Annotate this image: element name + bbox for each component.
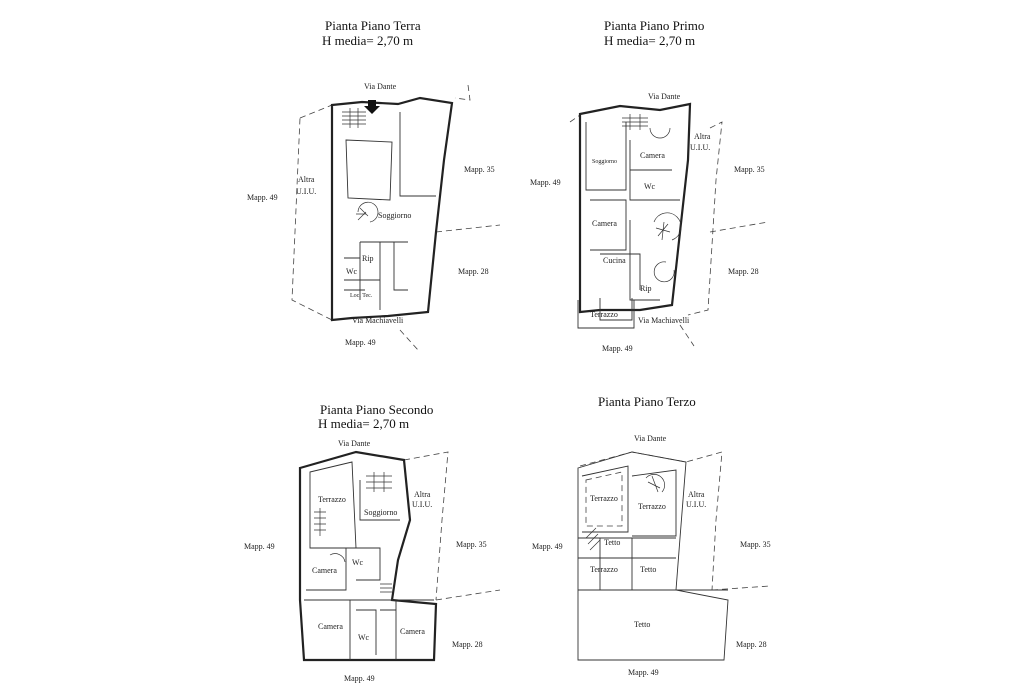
room-label: Soggiorno xyxy=(378,211,411,220)
room-label: Camera xyxy=(592,219,617,228)
plan-third-floor: Pianta Piano Terzo Via Dante Altra U.I.U… xyxy=(532,394,771,677)
room-label: Terrazzo xyxy=(318,495,346,504)
lot-boundary xyxy=(709,221,769,233)
neighbor-label: Mapp. 35 xyxy=(734,165,765,174)
neighbor-label: Mapp. 35 xyxy=(740,540,771,549)
neighbor-label: Mapp. 49 xyxy=(344,674,375,683)
room-label: Wc xyxy=(346,267,358,276)
room-label: Soggiorno xyxy=(592,159,617,165)
neighbor-unit-label: U.I.U. xyxy=(686,500,706,509)
plan-height: H media= 2,70 m xyxy=(604,33,695,48)
street-label: Via Dante xyxy=(634,434,667,443)
room-label: Rip xyxy=(362,254,374,263)
street-label: Via Machiavelli xyxy=(638,316,690,325)
neighbor-unit-label: Altra xyxy=(694,132,711,141)
interior-walls xyxy=(344,112,436,310)
interior-walls xyxy=(304,461,434,660)
neighbor-label: Mapp. 49 xyxy=(530,178,561,187)
lot-boundary xyxy=(399,329,419,351)
upper-terrace-edge xyxy=(585,471,623,527)
stair xyxy=(314,472,392,593)
neighbor-label: Mapp. 28 xyxy=(728,267,759,276)
stair xyxy=(342,108,379,223)
lot-boundary xyxy=(679,324,695,347)
neighbor-label: Mapp. 49 xyxy=(247,193,278,202)
room-label: Tetto xyxy=(604,538,620,547)
street-label: Via Dante xyxy=(648,92,681,101)
room-label: Camera xyxy=(312,566,337,575)
plan-title: Pianta Piano Primo xyxy=(604,18,704,33)
plan-title: Pianta Piano Terra xyxy=(325,18,421,33)
lot-boundary xyxy=(711,585,771,591)
interior-walls xyxy=(578,465,728,591)
lot-boundary xyxy=(435,589,501,601)
plan-height: H media= 2,70 m xyxy=(318,416,409,431)
neighbor-label: Mapp. 28 xyxy=(458,267,489,276)
neighbor-label: Mapp. 28 xyxy=(452,640,483,649)
room-label: Wc xyxy=(358,633,370,642)
neighbor-label: Mapp. 35 xyxy=(456,540,487,549)
terrace-outline xyxy=(577,300,635,329)
street-label: Via Dante xyxy=(364,82,397,91)
interior-walls xyxy=(585,122,680,321)
plan-title: Pianta Piano Terzo xyxy=(598,394,696,409)
interior-walls xyxy=(306,547,347,591)
neighbor-label: Mapp. 49 xyxy=(345,338,376,347)
neighbor-unit-label: U.I.U. xyxy=(412,500,432,509)
room-label: Camera xyxy=(318,622,343,631)
street-label: Via Dante xyxy=(338,439,371,448)
building-outline xyxy=(578,102,692,314)
plan-second-floor: Pianta Piano Secondo H media= 2,70 m Via… xyxy=(244,402,501,683)
plan-first-floor: Pianta Piano Primo H media= 2,70 m Via D… xyxy=(530,18,769,353)
neighbor-label: Mapp. 49 xyxy=(244,542,275,551)
room-label: Rip xyxy=(640,284,652,293)
lot-boundary xyxy=(454,84,471,101)
neighbor-unit-label: U.I.U. xyxy=(296,187,316,196)
lot-boundary xyxy=(291,104,333,321)
neighbor-unit-label: Altra xyxy=(298,175,315,184)
plan-title: Pianta Piano Secondo xyxy=(320,402,433,417)
lot-boundary xyxy=(569,114,581,123)
room-label: Loc. Tec. xyxy=(350,293,373,299)
plan-height: H media= 2,70 m xyxy=(322,33,413,48)
room-label: Camera xyxy=(400,627,425,636)
neighbor-label: Mapp. 49 xyxy=(628,668,659,677)
room-label: Cucina xyxy=(603,256,626,265)
building-outline xyxy=(330,96,454,322)
neighbor-label: Mapp. 49 xyxy=(532,542,563,551)
building-outline xyxy=(577,451,729,661)
stair xyxy=(622,114,682,283)
room-label: Terrazzo xyxy=(590,565,618,574)
stair xyxy=(585,474,665,551)
arrow-down-icon xyxy=(364,100,380,114)
lot-boundary xyxy=(687,121,723,316)
neighbor-label: Mapp. 28 xyxy=(736,640,767,649)
neighbor-unit-label: Altra xyxy=(688,490,705,499)
lot-boundary xyxy=(435,224,501,233)
room-label: Wc xyxy=(644,182,656,191)
room-label: Wc xyxy=(352,558,364,567)
room-label: Camera xyxy=(640,151,665,160)
street-label: Via Machiavelli xyxy=(352,316,404,325)
interior-walls xyxy=(393,242,408,291)
neighbor-label: Mapp. 35 xyxy=(464,165,495,174)
lot-boundary xyxy=(403,451,449,601)
room-label: Tetto xyxy=(634,620,650,629)
room-label: Tetto xyxy=(640,565,656,574)
room-label: Soggiorno xyxy=(364,508,397,517)
courtyard-walls xyxy=(345,139,393,201)
room-label: Terrazzo xyxy=(638,502,666,511)
plan-ground-floor: Pianta Piano Terra H media= 2,70 m Via D… xyxy=(247,18,501,351)
neighbor-label: Mapp. 49 xyxy=(602,344,633,353)
neighbor-unit-label: U.I.U. xyxy=(690,143,710,152)
room-label: Terrazzo xyxy=(590,310,618,319)
neighbor-unit-label: Altra xyxy=(414,490,431,499)
room-label: Terrazzo xyxy=(590,494,618,503)
